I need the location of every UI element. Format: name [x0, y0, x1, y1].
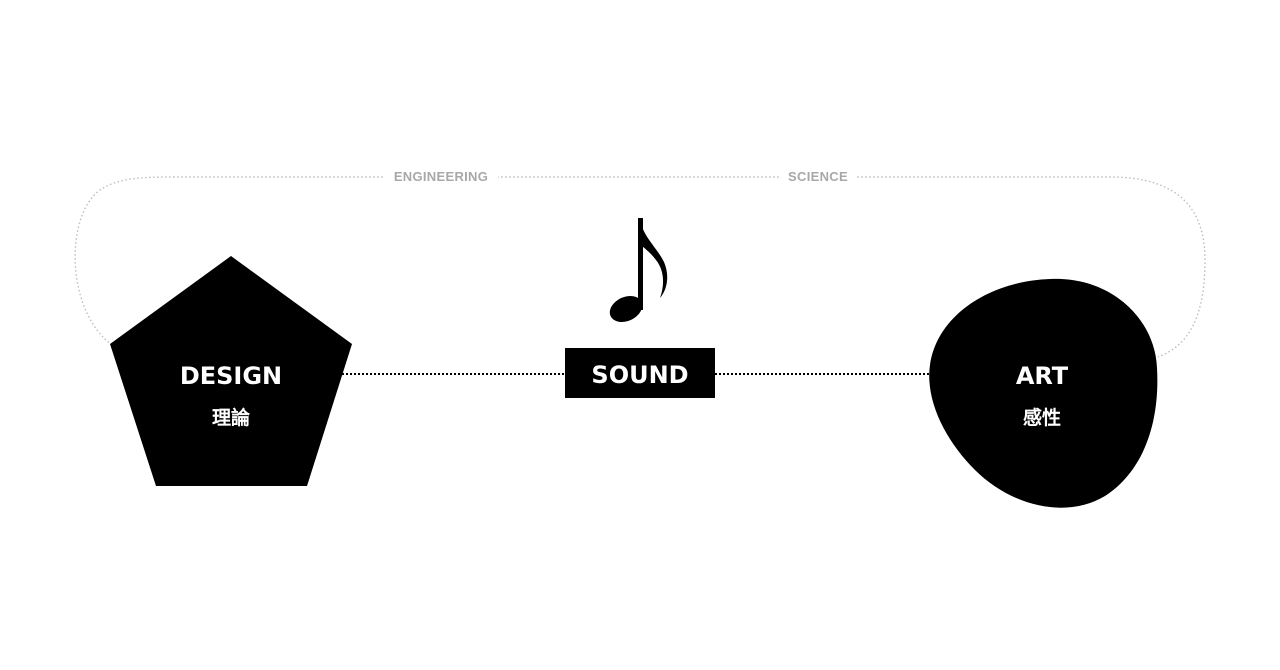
art-blob: [929, 278, 1158, 508]
science-label: SCIENCE: [788, 169, 848, 184]
sound-box: [565, 348, 715, 398]
science-label-gap: [779, 165, 857, 187]
design-pentagon: [110, 256, 352, 486]
outer-dotted-arc: [74, 176, 1206, 358]
design-subtitle: 理論: [212, 406, 251, 429]
design-node: DESIGN 理論: [110, 256, 352, 486]
art-node: ART 感性: [929, 278, 1158, 508]
engineering-label: ENGINEERING: [394, 169, 488, 184]
sound-title: SOUND: [591, 361, 688, 389]
art-title: ART: [1016, 362, 1069, 390]
eighth-note-icon: [609, 218, 668, 323]
engineering-label-gap: [384, 165, 498, 187]
art-subtitle: 感性: [1023, 406, 1061, 429]
sound-node: SOUND: [565, 218, 715, 398]
design-title: DESIGN: [180, 362, 282, 390]
